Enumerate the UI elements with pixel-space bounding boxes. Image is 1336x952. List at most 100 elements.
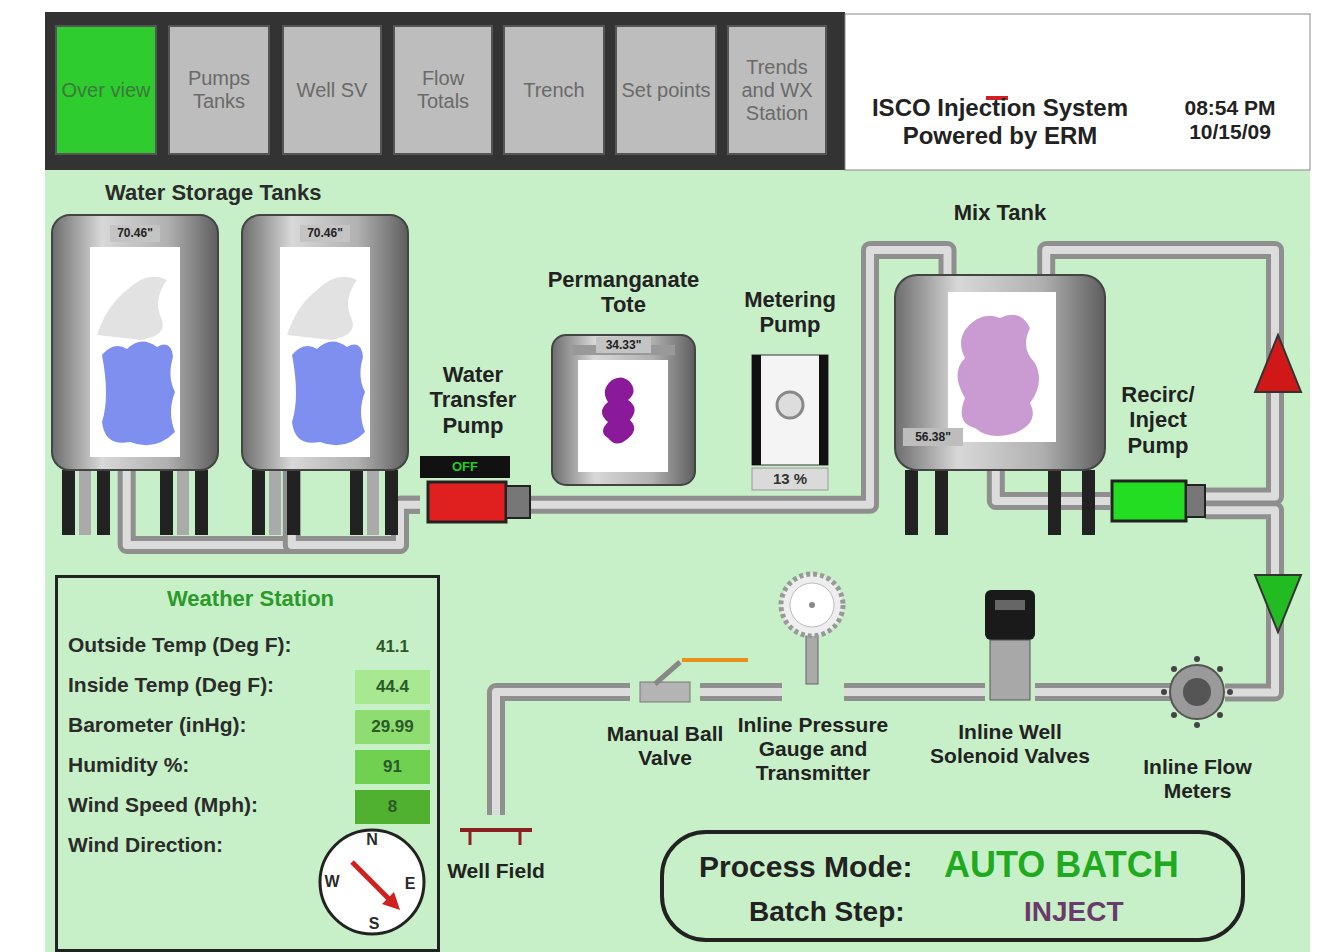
pipe-highlight (530, 250, 948, 505)
nav-tab: Flow Totals (393, 25, 493, 155)
pipe-connector (700, 692, 782, 693)
pipe-body (700, 683, 782, 701)
node-value: AUTO BATCH (944, 844, 1179, 885)
ball-valve-drawing (640, 660, 748, 702)
node-label: Metering Pump (716, 287, 864, 338)
header-panel (845, 14, 1310, 170)
weather-field: Inside Temp (Deg F): (68, 673, 274, 697)
metering-pump-drawing (752, 355, 828, 490)
node-label: Recirc/ Inject Pump (1102, 382, 1214, 458)
recirc-pump-drawing (1112, 481, 1205, 521)
pipe-highlight (496, 692, 630, 815)
permanganate-tote: Permanganate Tote34.33" (552, 335, 695, 485)
tote-drawing (552, 335, 695, 485)
flow-down-indicator (1255, 575, 1301, 632)
compass-point: E (402, 875, 418, 893)
header-box: ISCO Injection System Powered by ERM08:5… (845, 14, 1310, 170)
node-label: Water Transfer Pump (414, 362, 532, 438)
pipe-highlight (844, 688, 985, 696)
solenoid-valve: Inline Well Solenoid Valves (985, 590, 1035, 700)
storage-tank-drawing (52, 215, 218, 535)
weather-value: 29.99 (355, 710, 430, 744)
pipe-highlight (700, 688, 782, 696)
pipe-body (530, 250, 948, 505)
weather-field: Wind Speed (Mph): (68, 793, 258, 817)
mix-tank-drawing (895, 275, 1105, 535)
recirc-pump: Recirc/ Inject Pump (1110, 478, 1205, 524)
pipe-body (844, 683, 985, 701)
nav-tab: Trends and WX Station (727, 25, 827, 155)
node-value: 08:54 PM 10/15/09 (1160, 96, 1300, 144)
node-value: Batch Step: (749, 896, 905, 928)
water-pump-drawing (420, 456, 530, 522)
nav-tab: Set points (615, 25, 717, 155)
storage-tank: 70.46" (242, 215, 408, 470)
group-heading: Water Storage Tanks (105, 180, 321, 205)
pipe-connector (844, 692, 985, 693)
nav-tab: Pumps Tanks (168, 25, 270, 155)
wind-compass (320, 830, 424, 934)
node-label: Inline Pressure Gauge and Transmitter (732, 713, 894, 785)
ball-valve: Manual Ball Valve (630, 672, 700, 702)
pipe-connector (1035, 692, 1170, 694)
node-label: ISCO Injection System Powered by ERM (845, 94, 1155, 149)
mix-tank: Mix Tank56.38" (895, 275, 1105, 470)
compass-point: S (366, 915, 382, 933)
pipe-body (1205, 510, 1275, 692)
compass-point: W (324, 873, 340, 891)
node-label: Flow Totals (395, 67, 491, 113)
node-value: INJECT (1024, 896, 1124, 928)
node-label: Process Mode: (699, 850, 912, 885)
flow-meter: Inline Flow Meters (1170, 665, 1225, 720)
nav-tab: Over view (55, 25, 157, 155)
weather-value: 8 (355, 790, 430, 824)
compass-point: N (364, 831, 380, 849)
pressure-gauge-drawing (781, 574, 843, 684)
node-label: Pumps Tanks (170, 67, 268, 113)
weather-field: Outside Temp (Deg F): (68, 633, 292, 657)
node-label: Inline Well Solenoid Valves (930, 720, 1090, 768)
node-value: 56.38" (903, 428, 963, 446)
node-label: Well Field (438, 859, 554, 883)
storage-tank: 70.46" (52, 215, 218, 470)
tab-bar (45, 12, 845, 170)
node-value: 34.33" (596, 337, 651, 353)
weather-field: Wind Direction: (68, 833, 223, 857)
node-label: Set points (618, 79, 715, 102)
pipe-connector (530, 250, 948, 505)
pipe-highlight (1035, 688, 1170, 697)
node-label: Over view (58, 79, 155, 102)
pressure-gauge: Inline Pressure Gauge and Transmitter (782, 575, 844, 700)
pipe-connector (1205, 510, 1275, 692)
flow-up-indicator (1255, 335, 1301, 392)
nav-tab: Trench (503, 25, 605, 155)
well-field-drawing (460, 830, 532, 845)
process-ground (45, 170, 1310, 952)
node-label: 70.46" (110, 225, 160, 242)
metering-pump: Metering Pump13 % (752, 355, 828, 465)
node-label: Inline Flow Meters (1120, 755, 1275, 803)
pipe-highlight (1205, 510, 1275, 692)
pipe-body (496, 692, 630, 815)
node-label: Trends and WX Station (729, 56, 825, 125)
node-label: Permanganate Tote (530, 267, 717, 318)
node-label: Mix Tank (905, 200, 1095, 225)
weather-field: Barometer (inHg): (68, 713, 247, 737)
pipe-connector (496, 692, 630, 815)
weather-field: Humidity %: (68, 753, 189, 777)
flow-meter-drawing (1161, 656, 1233, 728)
weather-value: 41.1 (355, 630, 430, 664)
well-field: Well Field (460, 815, 532, 845)
weather-value: 44.4 (355, 670, 430, 704)
process-mode-box: Process Mode: AUTO BATCH Batch Step: INJECT (660, 830, 1245, 942)
node-label: 70.46" (300, 225, 350, 242)
node-value: OFF (420, 456, 510, 478)
storage-tank-drawing (242, 215, 408, 535)
pipe-body (1035, 683, 1170, 702)
nav-tab: Well SV (282, 25, 382, 155)
solenoid-valve-drawing (985, 590, 1035, 700)
node-label: Manual Ball Valve (595, 722, 735, 770)
node-label: Weather Station (58, 586, 443, 611)
